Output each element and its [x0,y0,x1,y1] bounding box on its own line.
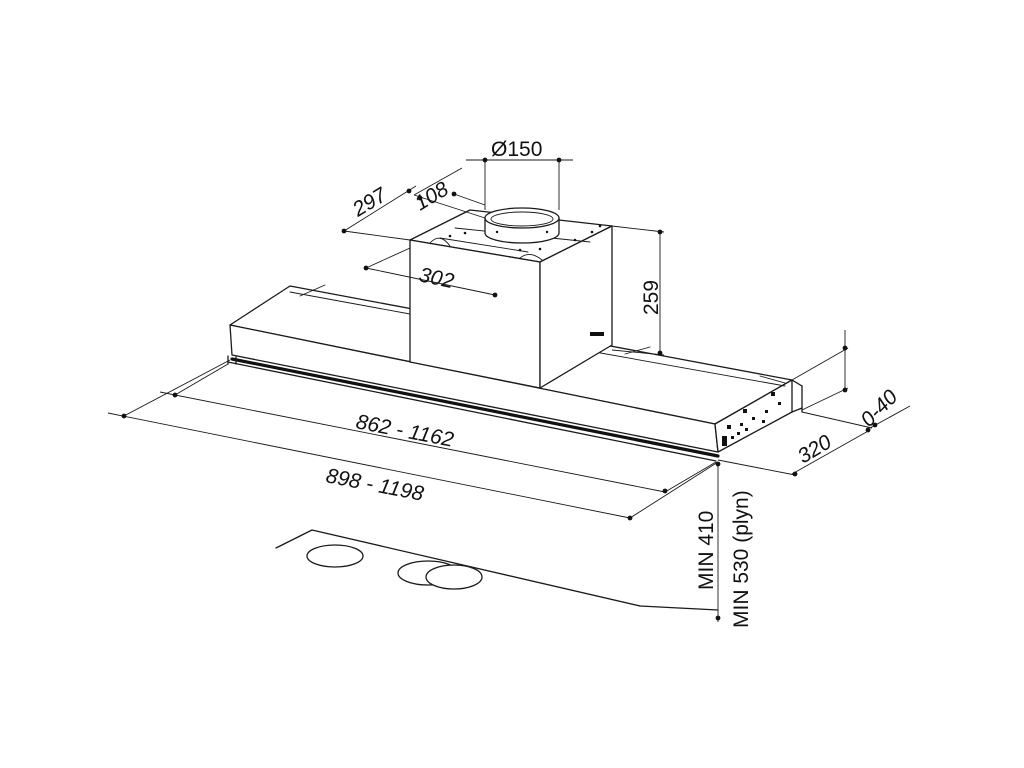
cooktop-edge [275,529,641,607]
burner-right-front-icon [425,564,483,590]
hood-bottom-edge [227,361,717,462]
dim-box-depth: 297 [341,183,417,241]
label-hood-depth: 320 [794,430,836,468]
burner-left-icon [306,544,364,568]
side-panel-holes [722,392,781,446]
dim-duct-diameter: Ø150 [466,138,573,210]
motor-box-side [539,225,613,389]
motor-box [409,209,613,389]
label-outer-width: 898 - 1198 [324,464,426,506]
label-box-height: 259 [640,280,663,315]
dim-front-offset: 0-40 [791,330,911,432]
label-inner-width: 862 - 1162 [354,410,456,452]
dim-min-height: MIN 410 MIN 530 (plyn) [695,461,753,628]
cooktop [275,529,719,611]
box-top-rivets [448,224,602,252]
label-box-depth: 297 [348,183,392,222]
dim-box-height: 259 [611,225,665,356]
hood-glass-edge [230,357,720,458]
motor-box-front [409,239,541,389]
label-min-height-gas: MIN 530 (plyn) [730,490,753,628]
label-duct-diameter: Ø150 [491,138,542,161]
dim-box-width: 302 [363,247,498,298]
duct-collar [484,207,560,244]
label-min-height-electric: MIN 410 [695,511,718,590]
duct-collar-top [484,207,560,229]
label-front-offset: 0-40 [856,385,902,431]
label-duct-offset: 108 [411,177,453,215]
